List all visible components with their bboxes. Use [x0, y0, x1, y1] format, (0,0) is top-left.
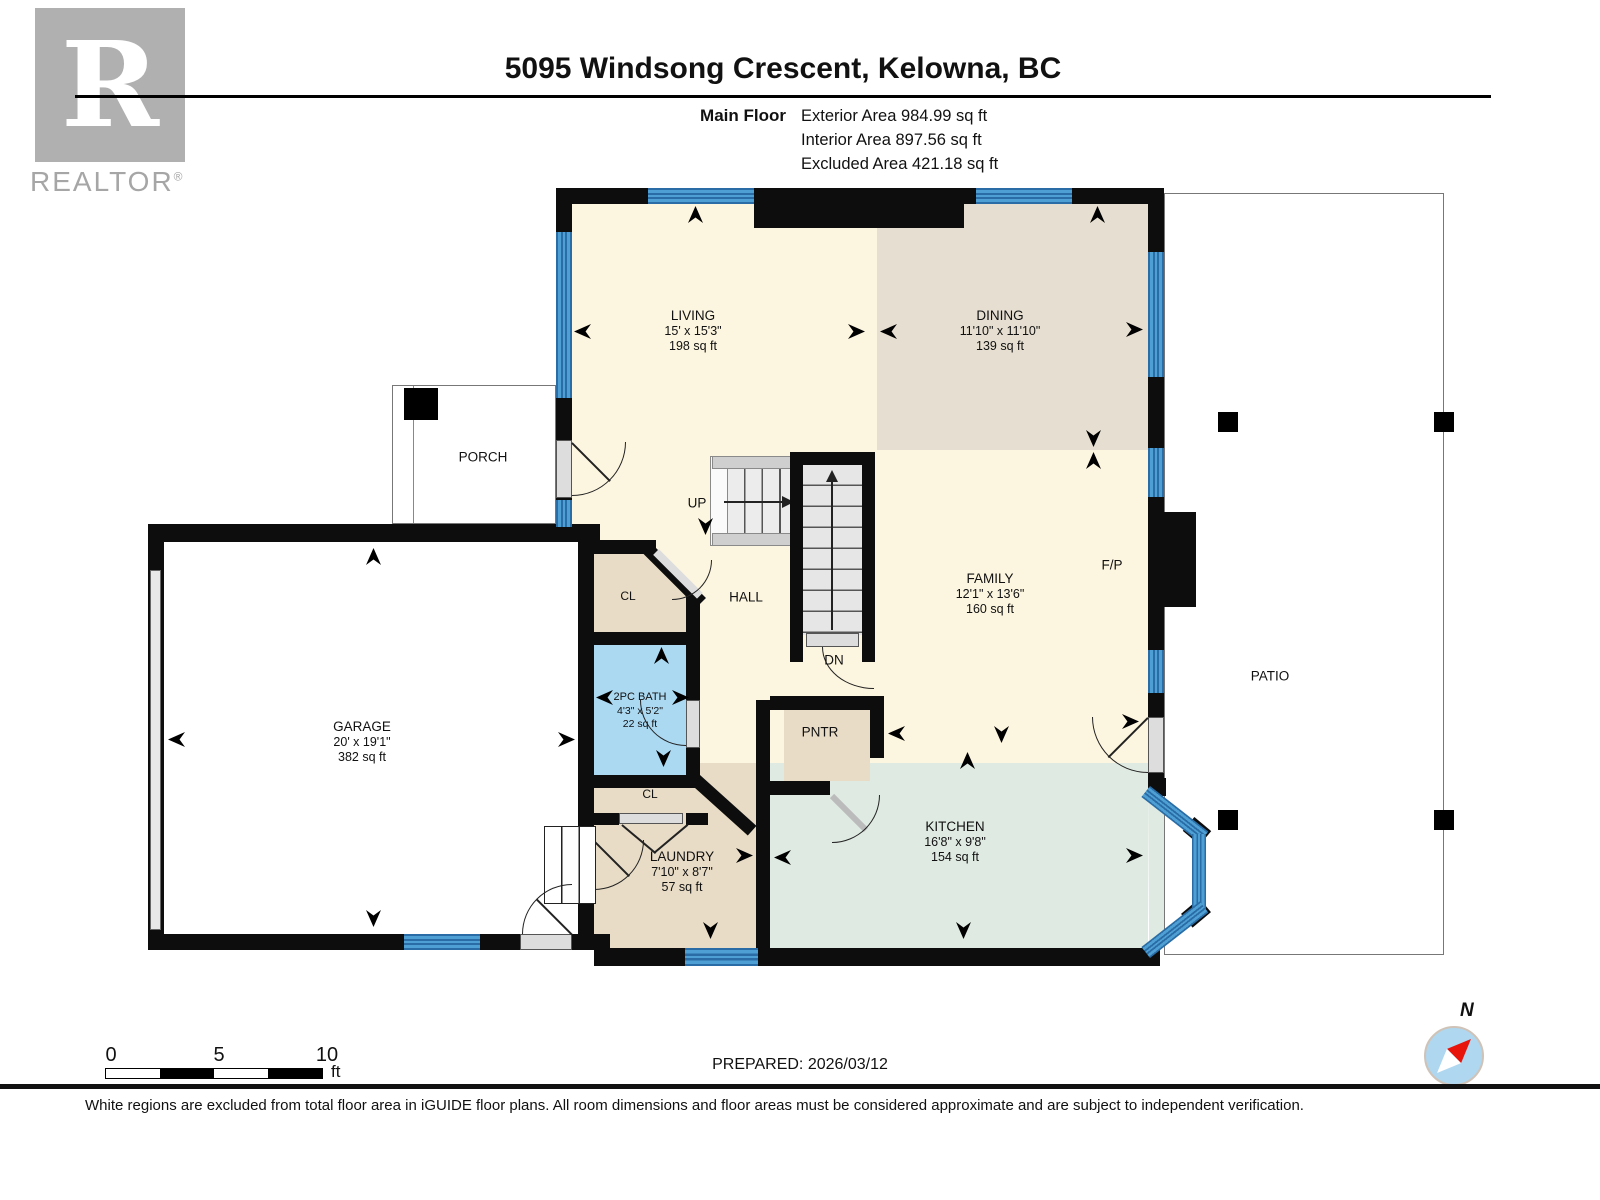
exterior-area: Exterior Area 984.99 sq ft: [801, 107, 988, 125]
wall: [790, 452, 875, 465]
compass-needle: [1430, 1032, 1478, 1080]
garage-fill: [164, 542, 578, 934]
title-rule: [75, 95, 1491, 98]
garage-door: [150, 570, 161, 930]
dining-room-label: DINING 11'10" x 11'10" 139 sq ft: [959, 307, 1041, 353]
scale-bar-segments: [105, 1068, 323, 1079]
compass-north-label: N: [1460, 1000, 1474, 1021]
window: [685, 948, 758, 966]
scale-tick-10: 10: [315, 1044, 339, 1066]
wall: [594, 813, 619, 825]
hall-label: HALL: [729, 589, 763, 605]
wall: [148, 934, 610, 950]
window: [404, 934, 480, 950]
window: [648, 188, 754, 204]
window: [1148, 650, 1164, 693]
window: [1148, 448, 1164, 497]
compass-icon: [1424, 1026, 1484, 1086]
bay-window: [1192, 834, 1206, 914]
registered-mark: ®: [173, 169, 185, 184]
pantry-label: PNTR: [801, 724, 839, 740]
garage-label: GARAGE 20' x 19'1" 382 sq ft: [333, 718, 391, 764]
footer-rule: [0, 1084, 1600, 1089]
floor-label: Main Floor: [700, 106, 786, 125]
stairs-down-label: DN: [824, 652, 844, 668]
wall: [790, 452, 803, 662]
patio-post: [1218, 810, 1238, 830]
patio-label: PATIO: [1250, 668, 1290, 684]
wall: [770, 781, 830, 795]
stairs-up-top-bar: [712, 456, 800, 469]
window: [556, 232, 572, 398]
stairs-down-direction-line: [831, 478, 833, 630]
window: [556, 500, 572, 527]
page-title: 5095 Windsong Crescent, Kelowna, BC: [504, 52, 1062, 85]
wall: [870, 696, 884, 758]
excluded-area: Excluded Area 421.18 sq ft: [801, 155, 999, 173]
stairs-up-direction-line: [724, 501, 784, 503]
interior-area: Interior Area 897.56 sq ft: [801, 131, 982, 149]
kitchen-fill: [770, 763, 1148, 948]
garage-exterior-door: [520, 934, 572, 950]
wall: [686, 813, 708, 825]
wall: [770, 696, 884, 710]
wall: [148, 524, 600, 542]
prepared-date: PREPARED: 2026/03/12: [712, 1056, 888, 1073]
entry-door: [556, 440, 572, 498]
realtor-logo: R: [35, 8, 185, 162]
laundry-closet-label: CL: [642, 787, 658, 801]
porch-rail-line: [413, 386, 414, 523]
wall: [594, 948, 1160, 966]
window: [976, 188, 1072, 204]
laundry-label: LAUNDRY 7'10" x 8'7" 57 sq ft: [649, 848, 715, 894]
realtor-logo-text: REALTOR®: [30, 166, 185, 197]
stairs-door: [806, 633, 859, 647]
scale-bar: 0 5 10 ft: [105, 1044, 465, 1084]
laundry-closet-opening: [619, 813, 683, 824]
fireplace-label: F/P: [1101, 557, 1123, 573]
wall: [594, 775, 700, 788]
wall: [862, 452, 875, 662]
kitchen-label: KITCHEN 16'8" x 9'8" 154 sq ft: [924, 818, 986, 864]
compass: N: [1424, 1000, 1484, 1090]
patio-post: [1434, 412, 1454, 432]
wall: [754, 188, 964, 228]
scale-unit: ft: [331, 1062, 341, 1081]
living-room-label: LIVING 15' x 15'3" 198 sq ft: [664, 307, 722, 353]
hall-closet-label: CL: [620, 589, 636, 603]
bath-door: [686, 700, 700, 748]
patio-post: [1434, 810, 1454, 830]
dining-fill: [877, 204, 1148, 450]
wall: [686, 590, 700, 635]
wall: [594, 632, 700, 645]
wall: [756, 700, 770, 948]
fireplace: [1148, 512, 1196, 607]
stairs-up-bottom-bar: [712, 533, 800, 546]
disclaimer-text: White regions are excluded from total fl…: [85, 1097, 1304, 1114]
bath-label: 2PC BATH 4'3" x 5'2" 22 sq ft: [613, 690, 667, 730]
realtor-logo-r: R: [60, 15, 160, 154]
scale-tick-0: 0: [105, 1044, 117, 1066]
patio-outline: [1164, 193, 1444, 955]
porch-label: PORCH: [458, 449, 508, 465]
window: [1148, 252, 1164, 377]
stairs-up-label: UP: [687, 495, 707, 511]
patio-post: [1218, 412, 1238, 432]
scale-tick-5: 5: [213, 1044, 225, 1066]
pantry-fill: [784, 710, 870, 781]
porch-post: [404, 388, 438, 420]
family-room-label: FAMILY 12'1" x 13'6" 160 sq ft: [955, 570, 1025, 616]
patio-door: [1148, 717, 1164, 773]
